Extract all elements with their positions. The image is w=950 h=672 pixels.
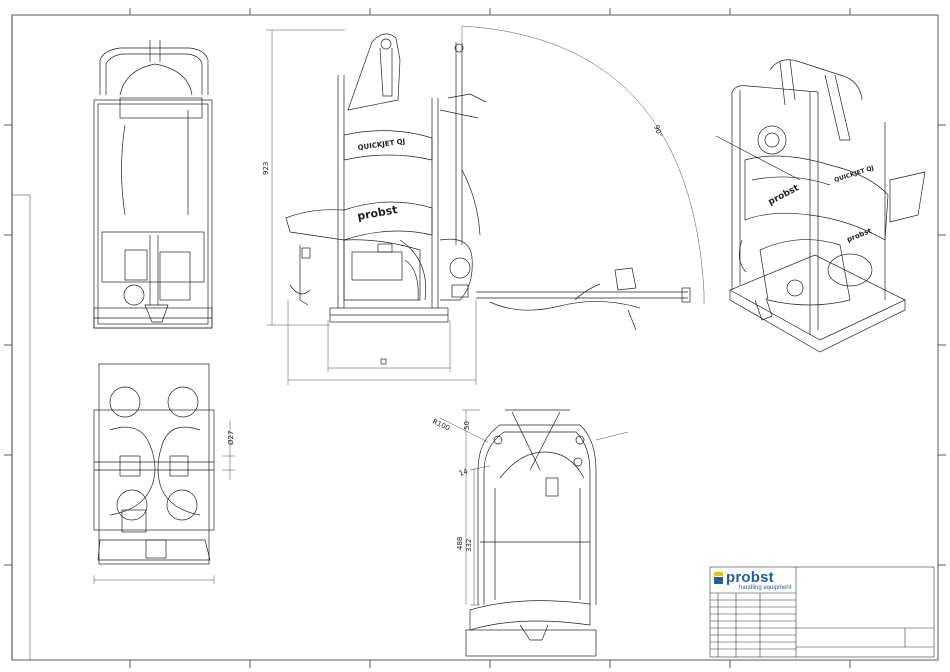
top-offset-dimension: 50 [463, 421, 471, 430]
iso-brand-label-2: probst [846, 227, 874, 244]
diameter-dimension: Ø27 [227, 431, 235, 445]
height-dimension: 923 [262, 162, 270, 175]
iso-brand-label: probst [767, 183, 802, 208]
inner-height-dimension: 332 [465, 539, 473, 552]
small-offset-dimension: 14 [458, 467, 470, 478]
front-view [94, 40, 212, 328]
swing-angle-dimension: 90° [652, 124, 664, 138]
isometric-view [716, 60, 925, 352]
side-model-label: QUICKJET QJ [357, 137, 406, 152]
company-name: probst [726, 569, 774, 586]
drawing-frame [4, 8, 946, 668]
top-view [94, 364, 235, 584]
company-logo: probst handling equipment [712, 568, 796, 594]
outer-height-dimension: 488 [456, 537, 464, 550]
radius-dimension: R100 [431, 418, 451, 433]
company-tagline: handling equipment [739, 585, 791, 591]
side-view [266, 26, 704, 385]
logo-mark-icon [714, 572, 723, 584]
side-brand-label: probst [356, 203, 398, 223]
rear-view [440, 410, 628, 656]
